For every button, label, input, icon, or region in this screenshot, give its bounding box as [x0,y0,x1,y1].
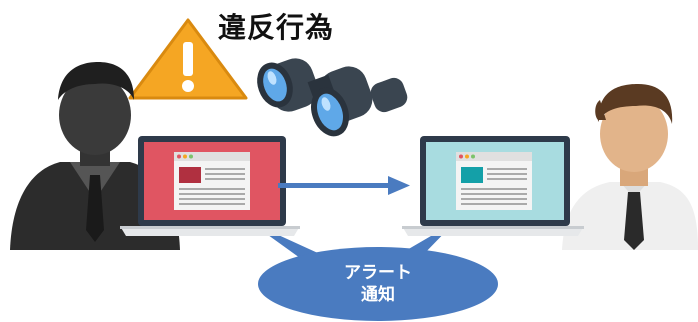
warning-triangle-icon [128,18,248,100]
title-violation: 違反行為 [218,11,335,44]
browser-window-left [174,152,250,210]
browser-window-right [456,152,532,210]
person-manager-icon [562,84,698,250]
laptop-right [402,136,584,236]
alert-line-2: 通知 [361,285,395,305]
laptop-left [120,136,300,236]
alert-line-1: アラート [344,263,412,283]
binoculars-icon [257,58,408,137]
alert-notification-text: アラート 通知 [318,262,438,306]
flow-arrow [278,176,410,195]
